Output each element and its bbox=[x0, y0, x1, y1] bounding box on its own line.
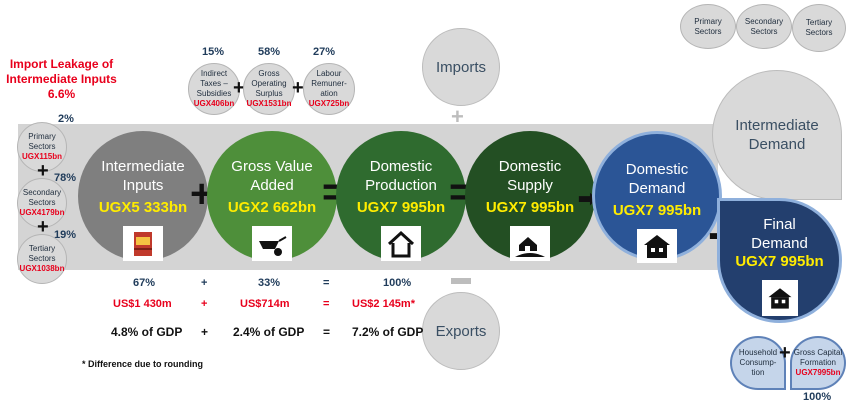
top-right-secondary-sectors: Secondary Sectors bbox=[736, 4, 792, 49]
summary-gdp-production: 7.2% of GDP bbox=[352, 325, 424, 339]
household-consumption-bubble: Household Consump-tion bbox=[730, 336, 786, 390]
house-hill-icon bbox=[510, 226, 550, 261]
gva-pct-taxes: 15% bbox=[202, 46, 225, 58]
final-demand-bubble: Final Demand UGX7 995bn bbox=[717, 198, 842, 323]
summary-op-plus: + bbox=[201, 277, 208, 289]
left-sector-pct-tertiary: 19% bbox=[54, 229, 77, 241]
stage-intermediate-inputs: Intermediate Inputs UGX5 333bn bbox=[78, 131, 208, 261]
plus-sign: + bbox=[292, 77, 304, 99]
gva-surplus-bubble: Gross Operating Surplus UGX1531bn bbox=[243, 63, 295, 115]
left-sector-secondary: Secondary Sectors UGX4179bn bbox=[17, 178, 67, 228]
summary-pct-intermediate: 67% bbox=[133, 277, 156, 289]
exports-bubble: Exports bbox=[422, 292, 500, 370]
summary-gdp-intermediate: 4.8% of GDP bbox=[111, 325, 183, 339]
house-outline-icon bbox=[381, 226, 421, 261]
left-sector-primary: Primary Sectors UGX115bn bbox=[17, 122, 67, 172]
summary-op-equals: = bbox=[323, 298, 330, 310]
summary-pct-gva: 33% bbox=[258, 277, 281, 289]
summary-op-equals: = bbox=[323, 277, 330, 289]
top-right-tertiary-sectors: Tertiary Sectors bbox=[792, 4, 846, 52]
plus-sign: + bbox=[233, 77, 245, 99]
imports-bubble: Imports bbox=[422, 28, 500, 106]
summary-usd-intermediate: US$1 430m bbox=[113, 298, 172, 310]
footnote: * Difference due to rounding bbox=[82, 359, 204, 369]
plus-sign: + bbox=[451, 104, 464, 129]
minus-sign bbox=[451, 278, 471, 284]
gva-taxes-bubble: Indirect Taxes – Subsidies UGX406bn bbox=[188, 63, 240, 115]
summary-op-plus: + bbox=[201, 325, 209, 339]
top-right-primary-sectors: Primary Sectors bbox=[680, 4, 736, 49]
left-sector-tertiary: Tertiary Sectors UGX1038bn bbox=[17, 234, 67, 284]
import-leakage-title: Import Leakage of Intermediate Inputs 6.… bbox=[6, 57, 117, 101]
plus-sign: + bbox=[37, 216, 49, 238]
stage-domestic-demand: Domestic Demand UGX7 995bn bbox=[592, 131, 722, 263]
house-icon bbox=[761, 280, 798, 316]
house-icon bbox=[637, 229, 677, 263]
stage-gross-value-added: Gross Value Added UGX2 662bn bbox=[207, 131, 337, 261]
summary-op-plus: + bbox=[201, 298, 208, 310]
gross-capital-formation-bubble: Gross Capital Formation UGX7995bn bbox=[790, 336, 846, 390]
summary-gdp-gva: 2.4% of GDP bbox=[233, 325, 305, 339]
gva-pct-labour: 27% bbox=[313, 46, 336, 58]
summary-op-equals: = bbox=[323, 325, 331, 339]
gva-pct-surplus: 58% bbox=[258, 46, 281, 58]
stage-domestic-production: Domestic Production UGX7 995bn bbox=[336, 131, 466, 261]
plus-sign: + bbox=[37, 160, 49, 182]
cement-bag-icon bbox=[123, 226, 163, 261]
bottom-right-total: 100% bbox=[803, 391, 832, 403]
left-sector-pct-primary: 2% bbox=[58, 113, 74, 125]
gva-labour-bubble: Labour Remuner-ation UGX725bn bbox=[303, 63, 355, 115]
wheelbarrow-icon bbox=[252, 226, 292, 261]
summary-usd-gva: US$714m bbox=[240, 298, 290, 310]
intermediate-demand-bubble: Intermediate Demand bbox=[712, 70, 842, 200]
arrow-right-icon: ➡ bbox=[578, 186, 597, 211]
summary-usd-production: US$2 145m* bbox=[352, 298, 415, 310]
left-sector-pct-secondary: 78% bbox=[54, 172, 77, 184]
stage-domestic-supply: Domestic Supply UGX7 995bn bbox=[465, 131, 595, 261]
summary-pct-production: 100% bbox=[383, 277, 412, 289]
plus-sign: + bbox=[779, 342, 791, 364]
